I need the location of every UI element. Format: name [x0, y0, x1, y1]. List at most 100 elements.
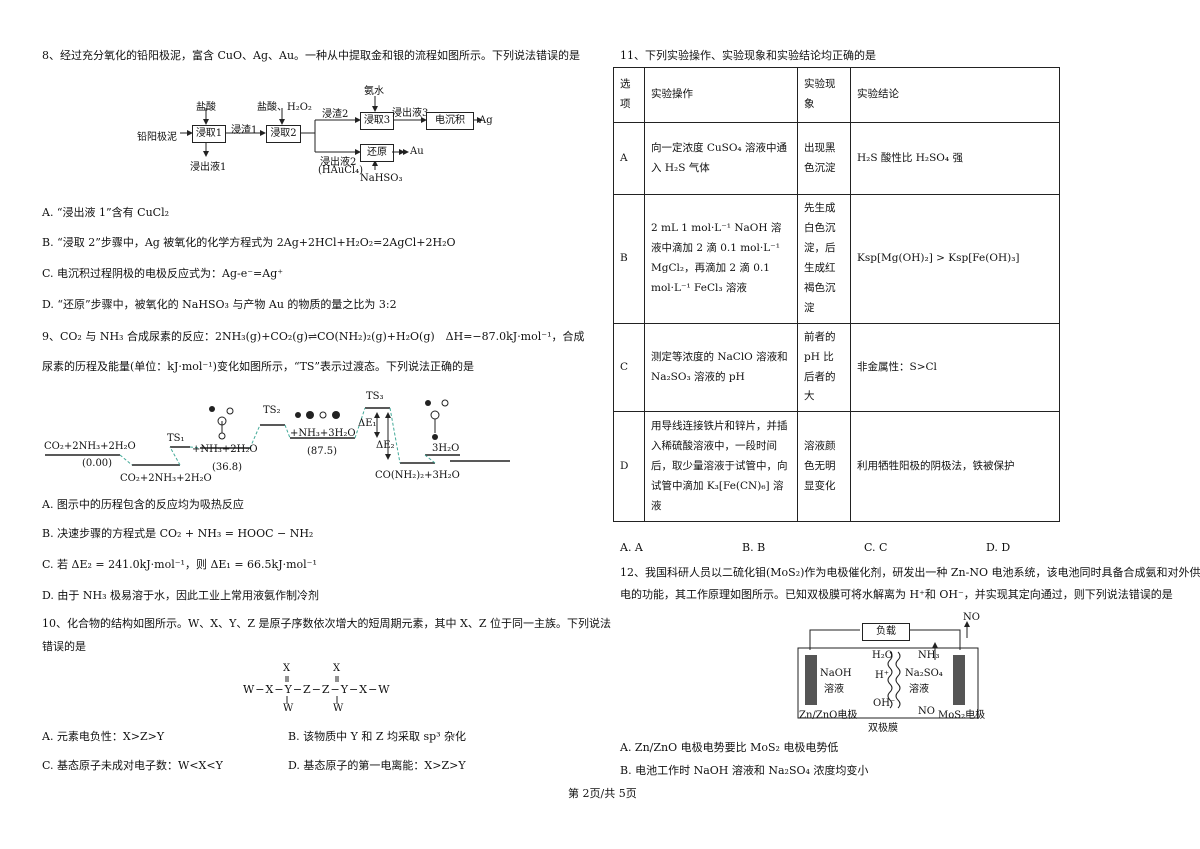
au-arrow: [392, 149, 409, 155]
row-d-conclusion: 利用牺牲阳极的阴极法，铁被保护: [850, 411, 1060, 523]
flow-r2: 浸渣2: [322, 109, 349, 120]
q8-option-b: B. “浸取 2”步骤中，Ag 被氧化的化学方程式为 2Ag+2HCl+H₂O₂…: [42, 236, 456, 249]
table-row: A 向一定浓度 CuSO₄ 溶液中通入 H₂S 气体 出现黑色沉淀 H₂S 酸性…: [613, 122, 1060, 195]
molecule-icon-2: [295, 411, 340, 419]
q9-option-c: C. 若 ΔE₂ = 241.0kJ·mol⁻¹，则 ΔE₁ = 66.5kJ·…: [42, 558, 317, 571]
flow-box-reduce: 还原: [360, 144, 394, 162]
cell-apparatus: [797, 621, 979, 719]
right-solution-1: Na₂SO₄: [905, 668, 943, 679]
table-row: B 2 mL 1 mol·L⁻¹ NaOH 溶液中滴加 2 滴 0.1 mol·…: [613, 194, 1060, 324]
q11-stem: 11、下列实验操作、实验现象和实验结论均正确的是: [620, 49, 876, 62]
q12-stem-line1: 12、我国科研人员以二硫化钼(MoS₂)作为电极催化剂，研发出一种 Zn-NO …: [620, 566, 1200, 579]
q12-option-a: A. Zn/ZnO 电极电势要比 MoS₂ 电极电势低: [620, 741, 839, 754]
nh3-label: NH₃: [918, 650, 940, 661]
flow-box-leach3: 浸取3: [360, 112, 394, 130]
structure-top-x2: X: [333, 663, 341, 674]
structure-bottom-w1: W: [283, 703, 294, 714]
state-4: 3H₂O: [432, 443, 460, 454]
no-side-label: NO: [918, 706, 935, 717]
oh-minus-label: OH⁻: [873, 698, 896, 709]
row-d-option: D: [613, 411, 645, 523]
state-5: CO(NH₂)₂+3H₂O: [375, 470, 460, 481]
flow-l2-sub: (HAuCl₄): [318, 165, 364, 176]
delta-e2: ΔE₂: [376, 440, 395, 451]
flow-b1-out: 浸出液1: [190, 162, 227, 173]
state-1: CO₂+2NH₃+2H₂O: [120, 473, 212, 484]
flow-b2-in: 盐酸、H₂O₂: [257, 102, 312, 113]
flow-r1: 浸渣1: [231, 125, 258, 136]
h2o-label: H₂O: [872, 650, 893, 661]
flow-l3: 浸出液3: [392, 108, 429, 119]
q10-option-b: B. 该物质中 Y 和 Z 均采取 sp³ 杂化: [288, 730, 467, 743]
row-c-option: C: [613, 322, 645, 413]
q11-answer-d: D. D: [986, 541, 1011, 554]
ts2-label: TS₂: [263, 405, 281, 416]
molecule-icon-1: [209, 406, 234, 440]
flow-box-leach2: 浸取2: [266, 125, 301, 143]
ts3-label: TS₃: [366, 391, 384, 402]
flow-start: 铅阳极泥: [137, 132, 177, 143]
q10-option-d: D. 基态原子的第一电离能：X>Z>Y: [288, 759, 466, 772]
ts1-label: TS₁: [167, 433, 185, 444]
flow-product-au: Au: [410, 146, 424, 157]
state-0-value: (0.00): [82, 458, 113, 469]
q11-answer-a: A. A: [620, 541, 643, 554]
row-b-conclusion: Ksp[Mg(OH)₂] > Ksp[Fe(OH)₃]: [850, 194, 1060, 324]
flow-product-ag: Ag: [479, 115, 493, 126]
state-3: +NH₃+3H₂O: [290, 428, 356, 439]
q9-option-d: D. 由于 NH₃ 极易溶于水，因此工业上常用液氨作制冷剂: [42, 589, 320, 602]
flow-b3-in: 氨水: [364, 86, 384, 97]
zn-electrode: [805, 655, 817, 705]
q10-option-a: A. 元素电负性：X>Z>Y: [42, 730, 165, 743]
q9-stem-line2: 尿素的历程及能量(单位：kJ·mol⁻¹)变化如图所示，“TS”表示过渡态。下列…: [42, 360, 475, 373]
mos2-electrode: [953, 655, 965, 705]
q9-option-b: B. 决速步骤的方程式是 CO₂ + NH₃ = HOOC − NH₂: [42, 527, 314, 540]
flow-b5-in: NaHSO₃: [360, 173, 403, 184]
row-c-phenomenon: 前者的 pH 比后者的大: [797, 322, 851, 413]
q8-option-d: D. “还原”步骤中，被氧化的 NaHSO₃ 与产物 Au 的物质的量之比为 3…: [42, 298, 397, 311]
right-solution-2: 溶液: [909, 684, 929, 695]
row-a-conclusion: H₂S 酸性比 H₂SO₄ 强: [850, 122, 1060, 195]
row-c-operation: 测定等浓度的 NaClO 溶液和 Na₂SO₃ 溶液的 pH: [644, 322, 798, 413]
right-electrode-label: MoS₂电极: [938, 710, 986, 721]
q12-stem-line2: 电的功能，其工作原理如图所示。已知双极膜可将水解离为 H⁺和 OH⁻，并实现其定…: [620, 588, 1173, 601]
q10-stem-line2: 错误的是: [42, 640, 86, 653]
structure-main-chain: W−X−Y−Z−Z−Y−X−W: [243, 683, 391, 696]
state-2: +NH₃+2H₂O: [192, 444, 258, 455]
left-solution-1: NaOH: [820, 668, 852, 679]
q8-option-c: C. 电沉积过程阴极的电极反应式为：Ag-e⁻=Ag⁺: [42, 267, 284, 280]
header-conclusion: 实验结论: [850, 67, 1060, 123]
row-c-conclusion: 非金属性：S>Cl: [850, 322, 1060, 413]
state-0: CO₂+2NH₃+2H₂O: [44, 441, 136, 452]
q11-table: 选项 实验操作 实验现象 实验结论 A 向一定浓度 CuSO₄ 溶液中通入 H₂…: [613, 67, 1060, 523]
q8-option-a: A. “浸出液 1”含有 CuCl₂: [42, 206, 170, 219]
row-b-option: B: [613, 194, 645, 324]
structure-top-x1: X: [283, 663, 291, 674]
page-number: 第 2页/共 5页: [568, 787, 637, 800]
header-option: 选项: [613, 67, 645, 123]
row-a-phenomenon: 出现黑色沉淀: [797, 122, 851, 195]
state-3-value: (87.5): [307, 446, 338, 457]
row-d-phenomenon: 溶液颜色无明显变化: [797, 411, 851, 523]
q9-stem-line1: 9、CO₂ 与 NH₃ 合成尿素的反应：2NH₃(g)+CO₂(g)⇌CO(NH…: [42, 330, 585, 343]
state-2-value: (36.8): [212, 462, 243, 473]
row-d-operation: 用导线连接铁片和锌片，并插入稀硫酸溶液中，一段时间后，取少量溶液于试管中，向试管…: [644, 411, 798, 523]
q10-option-c: C. 基态原子未成对电子数：W<X<Y: [42, 759, 223, 772]
delta-e1: ΔE₁: [358, 418, 377, 429]
membrane-label: 双极膜: [868, 723, 898, 734]
flow-b1-in: 盐酸: [196, 102, 216, 113]
structure-bottom-w2: W: [333, 703, 344, 714]
table-row: C 测定等浓度的 NaClO 溶液和 Na₂SO₃ 溶液的 pH 前者的 pH …: [613, 322, 1060, 413]
flow-l2: 浸出液2: [320, 157, 357, 168]
q11-answer-c: C. C: [864, 541, 888, 554]
left-electrode-label: Zn/ZnO电极: [799, 710, 858, 721]
header-operation: 实验操作: [644, 67, 798, 123]
left-solution-2: 溶液: [824, 684, 844, 695]
flow-box-leach1: 浸取1: [192, 125, 226, 143]
row-b-phenomenon: 先生成白色沉淀，后生成红褐色沉淀: [797, 194, 851, 324]
q11-answer-b: B. B: [742, 541, 766, 554]
row-a-option: A: [613, 122, 645, 195]
row-b-operation: 2 mL 1 mol·L⁻¹ NaOH 溶液中滴加 2 滴 0.1 mol·L⁻…: [644, 194, 798, 324]
q10-stem-line1: 10、化合物的结构如图所示。W、X、Y、Z 是原子序数依次增大的短周期元素，其中…: [42, 617, 611, 630]
no-top-label: NO: [963, 612, 980, 623]
